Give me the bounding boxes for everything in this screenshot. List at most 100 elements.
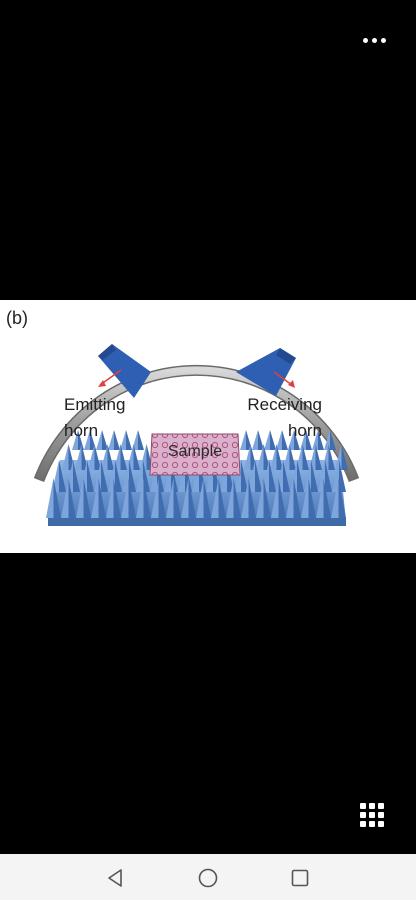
recents-square-icon[interactable] bbox=[288, 866, 312, 890]
absorber-pyramid bbox=[121, 478, 129, 518]
absorber-pyramid bbox=[244, 444, 251, 470]
absorber-pyramid-shade bbox=[101, 460, 108, 492]
absorber-pyramid-shade bbox=[323, 478, 331, 518]
absorber-pyramid-shade bbox=[87, 460, 94, 492]
receiving-horn bbox=[236, 348, 296, 396]
absorber-pyramid-shade bbox=[158, 478, 166, 518]
absorber-pyramid bbox=[108, 430, 114, 450]
absorber-pyramid bbox=[312, 430, 318, 450]
absorber-pyramid-shade bbox=[173, 478, 181, 518]
absorber-pyramid bbox=[196, 478, 204, 518]
grid-cell bbox=[369, 821, 375, 827]
absorber-pyramid-shade bbox=[188, 478, 196, 518]
absorber-pyramid bbox=[140, 444, 147, 470]
absorber-pyramid bbox=[300, 430, 306, 450]
absorber-pyramid bbox=[211, 478, 219, 518]
dot bbox=[362, 37, 368, 43]
absorber-pyramid bbox=[120, 430, 126, 450]
absorber-pyramid-shade bbox=[293, 478, 301, 518]
absorber-pyramid-shade bbox=[255, 460, 262, 492]
absorber-pyramid bbox=[181, 478, 189, 518]
absorber-pyramid bbox=[276, 430, 282, 450]
absorber-pyramid-shade bbox=[113, 478, 121, 518]
absorber-pyramid bbox=[75, 444, 82, 470]
absorber-pyramid-shade bbox=[102, 430, 108, 450]
absorber-pyramid bbox=[301, 478, 309, 518]
absorber-pyramid bbox=[286, 478, 294, 518]
absorber-pyramid bbox=[61, 478, 69, 518]
home-circle-icon[interactable] bbox=[196, 866, 220, 890]
grid-cell bbox=[378, 803, 384, 809]
absorber-pyramid-shade bbox=[143, 460, 150, 492]
absorber-pyramid-shade bbox=[282, 430, 288, 450]
absorber-pyramid-shade bbox=[138, 430, 144, 450]
absorber-pyramid bbox=[335, 444, 342, 470]
absorber-pyramid-shade bbox=[339, 460, 346, 492]
absorber-pyramid bbox=[166, 478, 174, 518]
absorber-pyramid-shade bbox=[289, 444, 296, 470]
absorber-pyramid-shade bbox=[83, 478, 91, 518]
absorber-pyramid-shade bbox=[115, 460, 122, 492]
absorber-pyramid bbox=[332, 460, 339, 492]
absorber-pyramid-shade bbox=[308, 478, 316, 518]
absorber-pyramid bbox=[72, 430, 78, 450]
absorber-pyramid bbox=[136, 478, 144, 518]
absorber-pyramid-shade bbox=[315, 444, 322, 470]
grid-icon[interactable] bbox=[360, 803, 384, 827]
absorber-pyramid-shade bbox=[330, 430, 336, 450]
absorber-pyramid-shade bbox=[270, 430, 276, 450]
absorber-pyramid-shade bbox=[248, 478, 256, 518]
absorber-pyramid bbox=[257, 444, 264, 470]
absorber-pyramid bbox=[256, 478, 264, 518]
absorber-pyramid bbox=[270, 444, 277, 470]
absorber-pyramid bbox=[76, 478, 84, 518]
absorber-pyramid-shade bbox=[128, 478, 136, 518]
back-triangle-icon[interactable] bbox=[104, 866, 128, 890]
absorber-pyramid bbox=[91, 478, 99, 518]
receiving-label-line1: Receiving bbox=[247, 395, 322, 414]
absorber-pyramid-shade bbox=[94, 444, 101, 470]
absorber-floor bbox=[46, 430, 348, 526]
absorber-pyramid-shade bbox=[341, 444, 348, 470]
absorber-pyramid bbox=[241, 478, 249, 518]
absorber-pyramid-shade bbox=[283, 460, 290, 492]
absorber-pyramid bbox=[46, 478, 54, 518]
panel-label: (b) bbox=[6, 308, 28, 328]
absorber-pyramid-shade bbox=[218, 478, 226, 518]
absorber-pyramid bbox=[101, 444, 108, 470]
grid-cell bbox=[369, 812, 375, 818]
absorber-pyramid-shade bbox=[59, 460, 66, 492]
absorber-pyramid-shade bbox=[294, 430, 300, 450]
image-viewer[interactable]: (b) Sample Emitting bbox=[0, 300, 416, 553]
absorber-pyramid-shade bbox=[306, 430, 312, 450]
absorber-pyramid bbox=[331, 478, 339, 518]
absorber-pyramid bbox=[271, 478, 279, 518]
absorber-pyramid-shade bbox=[269, 460, 276, 492]
absorber-pyramid-shade bbox=[129, 460, 136, 492]
grid-cell bbox=[360, 803, 366, 809]
more-options-icon[interactable] bbox=[356, 28, 392, 52]
absorber-pyramid bbox=[240, 430, 246, 450]
absorber-pyramid-shade bbox=[233, 478, 241, 518]
absorber-pyramid-shade bbox=[53, 478, 61, 518]
emitting-horn bbox=[98, 344, 151, 398]
absorber-pyramid-shade bbox=[126, 430, 132, 450]
emitting-label-line1: Emitting bbox=[64, 395, 125, 414]
absorber-pyramid bbox=[80, 460, 87, 492]
absorber-pyramid-shade bbox=[143, 478, 151, 518]
dot bbox=[371, 37, 377, 43]
absorber-pyramid-shade bbox=[258, 430, 264, 450]
top-bar bbox=[0, 0, 416, 80]
absorber-pyramid-shade bbox=[318, 430, 324, 450]
grid-cell bbox=[378, 812, 384, 818]
absorber-pyramid bbox=[84, 430, 90, 450]
absorber-pyramid-shade bbox=[133, 444, 140, 470]
absorber-pyramid-shade bbox=[338, 478, 346, 518]
absorber-pyramid-shade bbox=[73, 460, 80, 492]
absorber-pyramid-shade bbox=[241, 460, 248, 492]
grid-cell bbox=[369, 803, 375, 809]
absorber-pyramid bbox=[316, 478, 324, 518]
absorber-pyramid bbox=[88, 444, 95, 470]
absorber-pyramid bbox=[226, 478, 234, 518]
absorber-pyramid-shade bbox=[114, 430, 120, 450]
